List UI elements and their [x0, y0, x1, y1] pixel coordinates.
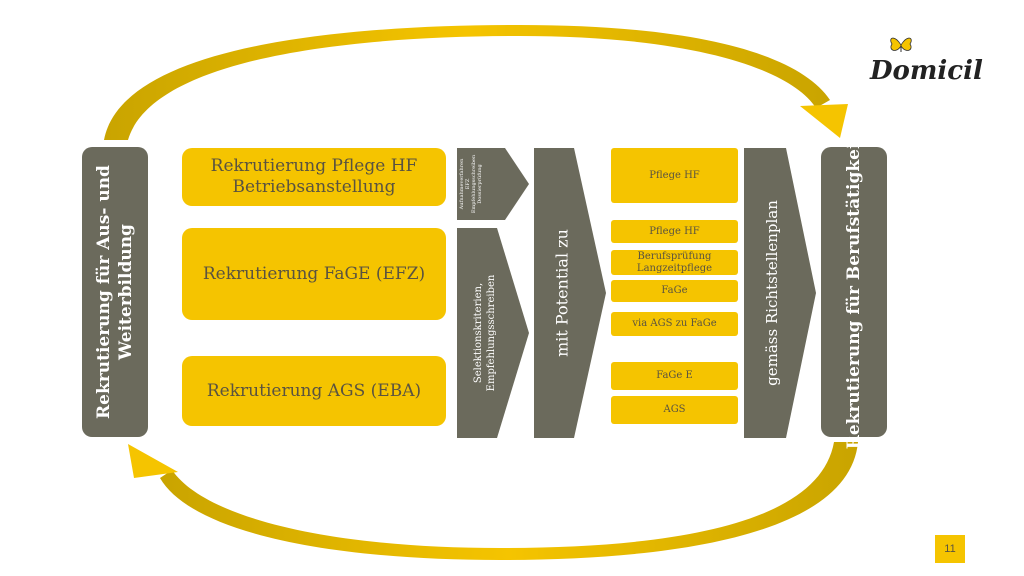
- result-pflege-hf-2: Pflege HF: [611, 220, 738, 243]
- box-ags: Rekrutierung AGS (EBA): [182, 356, 446, 426]
- small-arrow-bottom-label: Selektionskriterien, Empfehlungsschreibe…: [473, 274, 497, 392]
- top-arc-arrow: [104, 25, 830, 140]
- big-arrow-richtstellenplan-label: gemäss Richtstellenplan: [763, 200, 781, 386]
- big-arrow-potential: mit Potential zu: [534, 148, 606, 438]
- domicil-logo: Domicil: [868, 30, 983, 90]
- bottom-arrowhead: [128, 444, 178, 478]
- result-fage: FaGe: [611, 280, 738, 302]
- butterfly-icon: [890, 37, 912, 52]
- box-fage: Rekrutierung FaGE (EFZ): [182, 228, 446, 320]
- page-number: 11: [935, 535, 965, 563]
- logo-text: Domicil: [870, 56, 983, 86]
- result-berufspruefung: Berufsprüfung Langzeitpflege: [611, 250, 738, 275]
- result-ags: AGS: [611, 396, 738, 424]
- small-arrow-bottom: Selektionskriterien, Empfehlungsschreibe…: [457, 228, 529, 438]
- big-arrow-potential-label: mit Potential zu: [552, 229, 572, 357]
- bottom-arc-arrow: [160, 442, 858, 560]
- small-arrow-top-label: Aufnahmeverfahren EFZ Empfehlungsschreib…: [459, 154, 483, 214]
- small-arrow-top: Aufnahmeverfahren EFZ Empfehlungsschreib…: [457, 148, 529, 220]
- left-column: Rekrutierung für Aus- und Weiterbildung: [82, 147, 148, 437]
- right-column: Rekrutierung für Berufstätigkeit: [821, 135, 887, 449]
- result-fage-e: FaGe E: [611, 362, 738, 390]
- right-column-label: Rekrutierung für Berufstätigkeit: [844, 134, 864, 450]
- result-pflege-hf-1: Pflege HF: [611, 148, 738, 203]
- left-column-label: Rekrutierung für Aus- und Weiterbildung: [94, 165, 136, 419]
- big-arrow-richtstellenplan: gemäss Richtstellenplan: [744, 148, 816, 438]
- top-arrowhead: [800, 104, 848, 138]
- result-via-ags: via AGS zu FaGe: [611, 312, 738, 336]
- box-pflege-hf: Rekrutierung Pflege HF Betriebsanstellun…: [182, 148, 446, 206]
